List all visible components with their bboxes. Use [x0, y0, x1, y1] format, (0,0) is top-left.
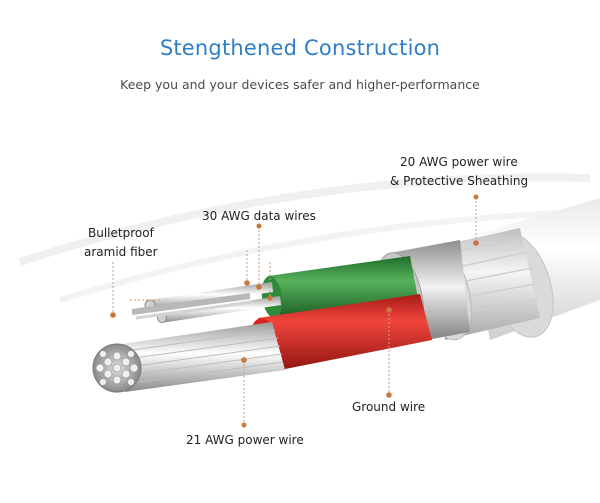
- label-20awg-line1: 20 AWG power wire: [400, 155, 518, 169]
- label-ground-wire: Ground wire: [352, 400, 426, 414]
- label-aramid-line2: aramid fiber: [84, 245, 158, 259]
- label-20awg-line2: & Protective Sheathing: [390, 174, 529, 188]
- leader-lines: [112, 197, 477, 425]
- label-30awg: 30 AWG data wires: [202, 209, 316, 223]
- label-21awg: 21 AWG power wire: [186, 433, 304, 447]
- label-aramid-line1: Bulletproof: [88, 226, 154, 240]
- page-subtitle: Keep you and your devices safer and high…: [120, 77, 480, 92]
- page-title: Stengthened Construction: [159, 36, 441, 60]
- power-conductor-strands: [92, 322, 285, 393]
- leader-dots: [110, 194, 479, 428]
- aramid-fiber: [131, 293, 253, 320]
